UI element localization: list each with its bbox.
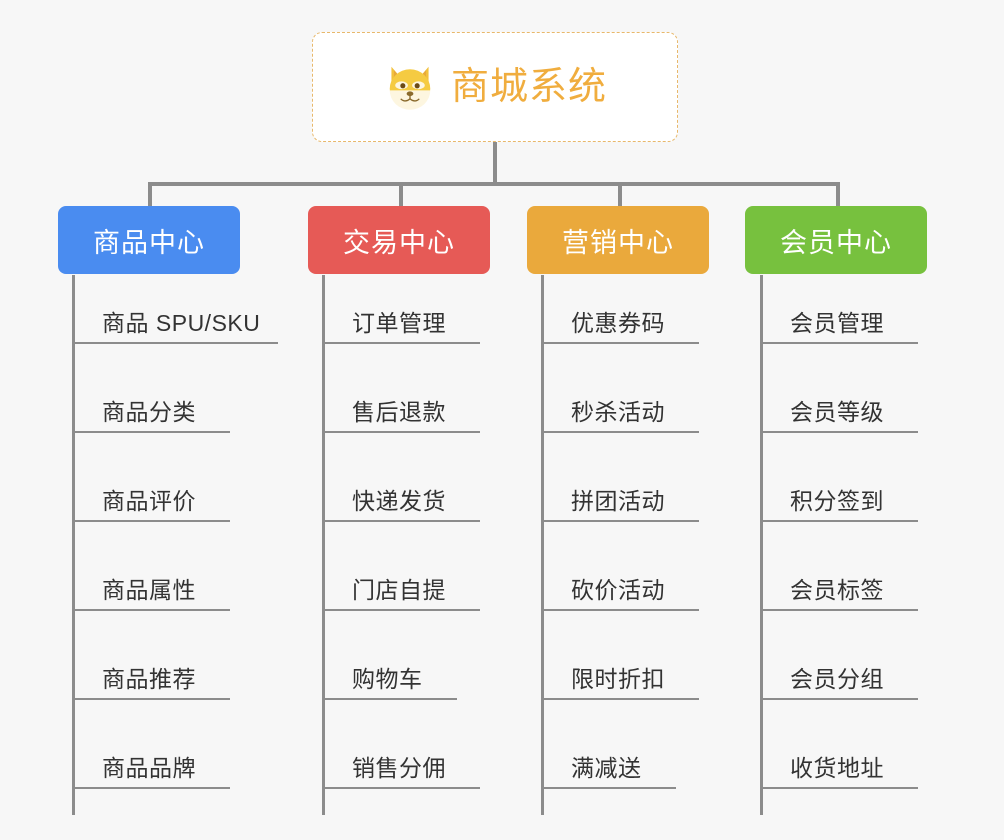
leaf-label: 快递发货 (352, 488, 446, 514)
leaf-item[interactable]: 商品 SPU/SKU (72, 310, 278, 345)
leaf-item[interactable]: 商品分类 (72, 399, 230, 434)
category-label: 商品中心 (93, 227, 205, 258)
leaf-item[interactable]: 门店自提 (322, 577, 480, 612)
leaf-item[interactable]: 会员等级 (760, 399, 918, 434)
leaf-item[interactable]: 积分签到 (760, 488, 918, 523)
category-box-product-center[interactable]: 商品中心 (58, 206, 240, 274)
branch-rail (760, 275, 763, 815)
connector-drop-2 (399, 182, 403, 206)
branch-rail (72, 275, 75, 815)
leaf-label: 秒杀活动 (571, 399, 665, 425)
leaf-item[interactable]: 满减送 (541, 755, 676, 790)
leaf-item[interactable]: 秒杀活动 (541, 399, 699, 434)
leaf-item[interactable]: 限时折扣 (541, 666, 699, 701)
connector-drop-1 (148, 182, 152, 206)
leaf-label: 门店自提 (352, 577, 446, 603)
leaf-label: 优惠券码 (571, 310, 665, 336)
category-label: 交易中心 (343, 227, 455, 258)
leaf-item[interactable]: 收货地址 (760, 755, 918, 790)
leaf-label: 商品评价 (102, 488, 196, 514)
leaf-label: 会员分组 (790, 666, 884, 692)
leaf-label: 商品属性 (102, 577, 196, 603)
branch-rail (322, 275, 325, 815)
leaf-item[interactable]: 商品评价 (72, 488, 230, 523)
leaf-label: 订单管理 (352, 310, 446, 336)
leaf-label: 商品分类 (102, 399, 196, 425)
leaf-label: 收货地址 (790, 755, 884, 781)
leaf-item[interactable]: 商品品牌 (72, 755, 230, 790)
root-title: 商城系统 (450, 66, 607, 108)
leaf-label: 商品 SPU/SKU (102, 310, 261, 336)
leaf-label: 积分签到 (790, 488, 884, 514)
branch-rail (541, 275, 544, 815)
category-label: 营销中心 (562, 227, 674, 258)
leaf-label: 会员管理 (790, 310, 884, 336)
leaf-item[interactable]: 砍价活动 (541, 577, 699, 612)
leaf-label: 售后退款 (352, 399, 446, 425)
leaf-label: 拼团活动 (571, 488, 665, 514)
root-node[interactable]: 商城系统 (312, 32, 678, 142)
category-box-member-center[interactable]: 会员中心 (745, 206, 927, 274)
connector-drop-3 (618, 182, 622, 206)
connector-bus (148, 182, 840, 186)
leaf-label: 购物车 (352, 666, 423, 692)
leaf-label: 销售分佣 (352, 755, 446, 781)
shiba-dog-icon (383, 60, 437, 114)
leaf-item[interactable]: 会员标签 (760, 577, 918, 612)
leaf-label: 砍价活动 (571, 577, 665, 603)
leaf-item[interactable]: 快递发货 (322, 488, 480, 523)
leaf-item[interactable]: 购物车 (322, 666, 457, 701)
leaf-label: 会员标签 (790, 577, 884, 603)
leaf-item[interactable]: 优惠券码 (541, 310, 699, 345)
leaf-item[interactable]: 商品属性 (72, 577, 230, 612)
leaf-item[interactable]: 商品推荐 (72, 666, 230, 701)
leaf-label: 会员等级 (790, 399, 884, 425)
leaf-item[interactable]: 拼团活动 (541, 488, 699, 523)
leaf-item[interactable]: 订单管理 (322, 310, 480, 345)
category-box-marketing-center[interactable]: 营销中心 (527, 206, 709, 274)
connector-drop-4 (836, 182, 840, 206)
category-box-trade-center[interactable]: 交易中心 (308, 206, 490, 274)
leaf-label: 满减送 (571, 755, 642, 781)
leaf-item[interactable]: 会员分组 (760, 666, 918, 701)
category-label: 会员中心 (780, 227, 892, 258)
leaf-item[interactable]: 会员管理 (760, 310, 918, 345)
leaf-label: 商品品牌 (102, 755, 196, 781)
leaf-item[interactable]: 售后退款 (322, 399, 480, 434)
connector-root-stem (493, 142, 497, 184)
leaf-label: 商品推荐 (102, 666, 196, 692)
leaf-item[interactable]: 销售分佣 (322, 755, 480, 790)
leaf-label: 限时折扣 (571, 666, 665, 692)
